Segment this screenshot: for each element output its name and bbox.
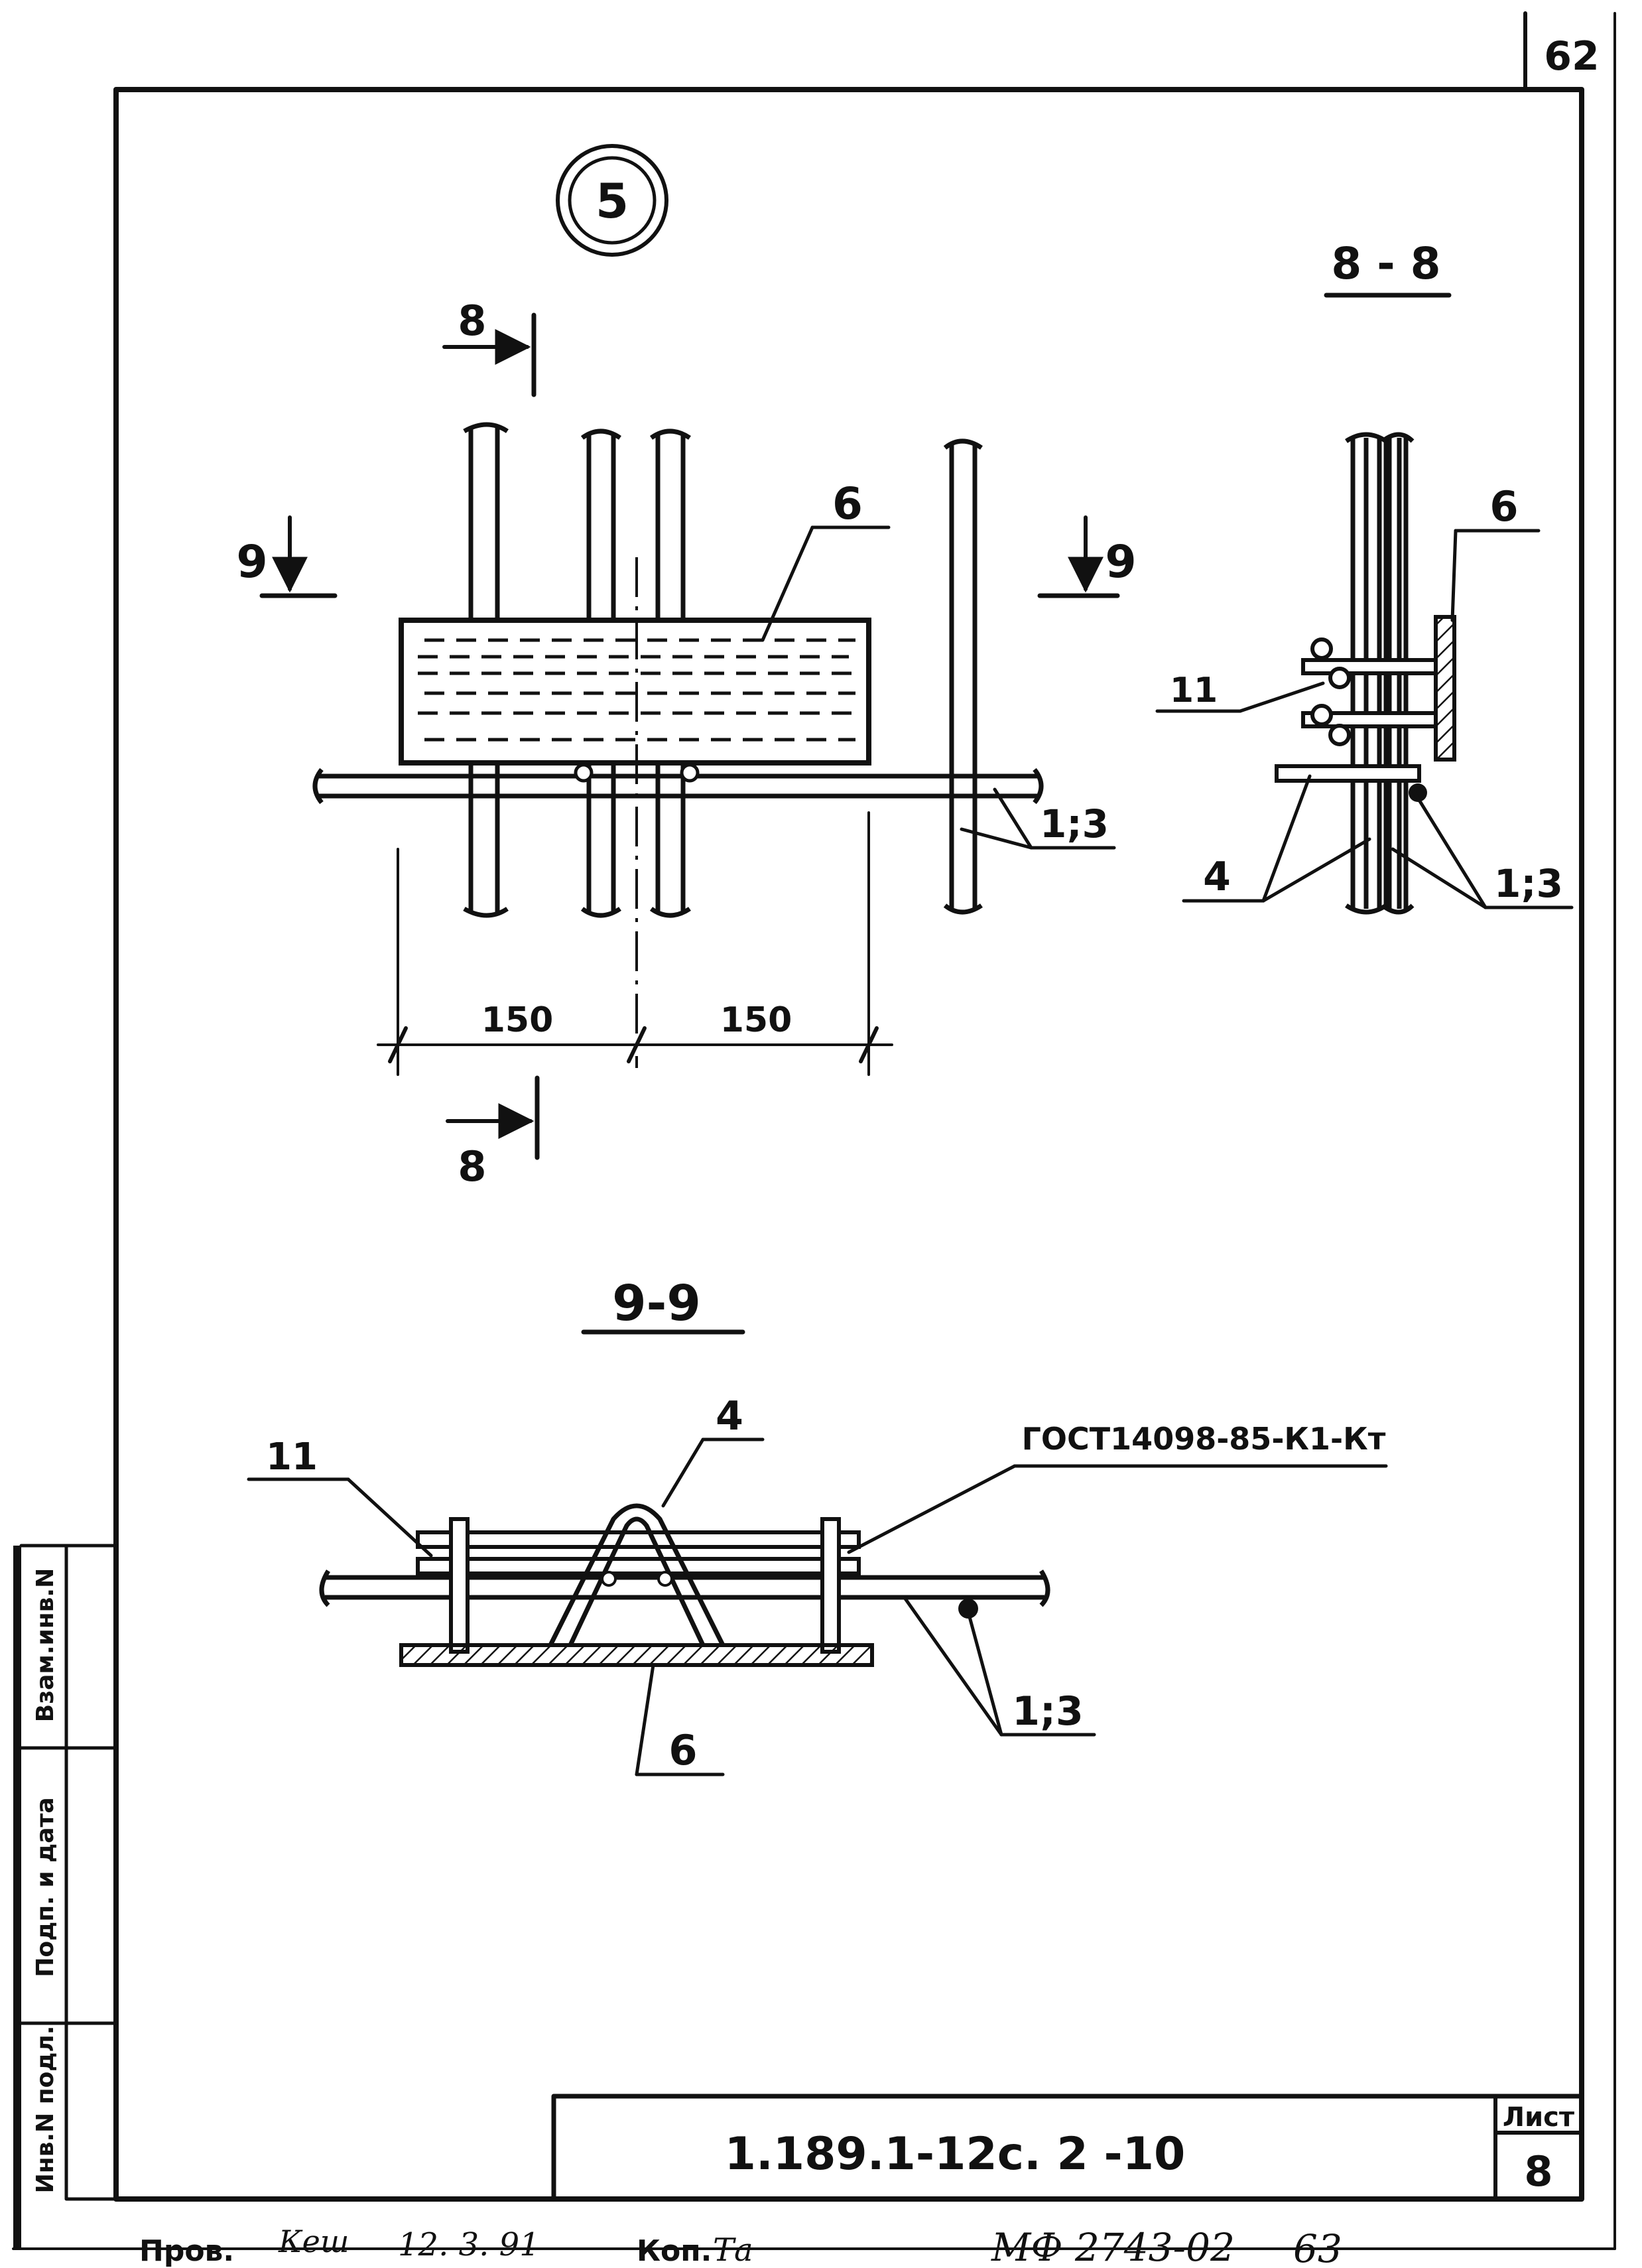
section-9-9-title: 9-9 bbox=[612, 1275, 701, 1332]
section-8-8-title: 8 - 8 bbox=[1331, 238, 1440, 289]
dimension-left: 150 bbox=[481, 1000, 554, 1040]
svg-text:8: 8 bbox=[458, 297, 486, 345]
side-stamp: Взам.инв.N Подп. и дата Инв.N подл. bbox=[19, 1544, 118, 2201]
svg-text:1;3: 1;3 bbox=[1012, 1688, 1084, 1735]
section-9-9-rebars bbox=[319, 1569, 1050, 1607]
plan-horizontal-rebars bbox=[312, 767, 1044, 805]
stamp-cell-sign-date: Подп. и дата bbox=[32, 1797, 59, 1977]
plan-callout-plate: 6 bbox=[761, 478, 891, 642]
document-code: 1.189.1-12с. 2 -10 bbox=[725, 2128, 1186, 2180]
archive-number: МФ 2743-02 bbox=[991, 2225, 1235, 2268]
plan-dimensions: 150 150 bbox=[377, 811, 893, 1076]
plan-weld-points bbox=[574, 763, 700, 783]
section-9-9-callout-plate: 6 bbox=[635, 1663, 725, 1776]
prov-signature: Кеш bbox=[278, 2224, 349, 2259]
section-9-9-callout-4: 4 bbox=[661, 1393, 765, 1508]
svg-text:8: 8 bbox=[458, 1142, 486, 1191]
section-8-8: 8 - 8 6 11 bbox=[1155, 238, 1574, 915]
section-8-8-callout-rebars: 1;3 bbox=[1391, 787, 1574, 909]
section-9-9-callout-rebars: 1;3 bbox=[903, 1597, 1096, 1737]
page-number: 62 bbox=[1544, 33, 1600, 80]
section-8-8-callout-plate: 6 bbox=[1450, 482, 1541, 622]
dimension-right: 150 bbox=[720, 1000, 792, 1040]
archive-sheet: 63 bbox=[1293, 2226, 1342, 2268]
section-8-8-bottom-bar bbox=[1275, 764, 1421, 783]
svg-text:6: 6 bbox=[1489, 482, 1518, 531]
svg-text:9: 9 bbox=[236, 536, 267, 588]
svg-text:9: 9 bbox=[1105, 536, 1136, 588]
section-9-mark-left: 9 bbox=[236, 515, 338, 598]
sheet-label: Лист bbox=[1503, 2102, 1575, 2133]
section-9-9-plate bbox=[399, 1643, 874, 1667]
svg-text:11: 11 bbox=[266, 1435, 318, 1479]
title-block: 1.189.1-12с. 2 -10 Лист 8 bbox=[551, 2094, 1584, 2202]
prov-label: Пров. bbox=[139, 2234, 234, 2268]
stamp-cell-exchange-inv: Взам.инв.N bbox=[32, 1568, 59, 1722]
section-8-mark-top: 8 bbox=[442, 297, 537, 397]
section-9-mark-right: 9 bbox=[1037, 515, 1137, 598]
section-9-9-callout-standard: ГОСТ14098-85-К1-Кт bbox=[847, 1421, 1388, 1554]
detail-marker: 5 bbox=[556, 144, 668, 257]
section-9-9: 9-9 4 11 bbox=[247, 1275, 1388, 1776]
footer: Пров. Кеш 12. 3. 91 Коп. Та МФ 2743-02 6… bbox=[139, 2224, 1342, 2268]
section-9-9-callout-11: 11 bbox=[247, 1435, 433, 1558]
section-8-8-callout-11: 11 bbox=[1155, 671, 1325, 713]
kop-label: Коп. bbox=[637, 2234, 712, 2268]
sheet-frame: 62 bbox=[12, 11, 1616, 2250]
section-8-8-anchors bbox=[1301, 637, 1438, 746]
svg-text:11: 11 bbox=[1170, 671, 1218, 710]
sheet-number: 8 bbox=[1524, 2147, 1552, 2196]
plan-anchor-bars-hidden bbox=[418, 638, 862, 742]
svg-text:6: 6 bbox=[668, 1726, 697, 1774]
section-9-9-anchors bbox=[416, 1517, 861, 1654]
section-8-mark-bottom: 8 bbox=[446, 1075, 540, 1191]
kop-signature: Та bbox=[713, 2232, 753, 2268]
detail-marker-number: 5 bbox=[596, 173, 629, 229]
prov-date: 12. 3. 91 bbox=[398, 2226, 540, 2263]
plan-view: 8 8 9 9 6 1;3 bbox=[236, 297, 1136, 1191]
section-9-9-bent-bar bbox=[548, 1503, 726, 1646]
svg-text:1;3: 1;3 bbox=[1494, 861, 1563, 906]
svg-text:ГОСТ14098-85-К1-Кт: ГОСТ14098-85-К1-Кт bbox=[1022, 1421, 1386, 1457]
stamp-cell-inv-original: Инв.N подл. bbox=[32, 2026, 59, 2194]
svg-text:4: 4 bbox=[1203, 854, 1231, 900]
section-8-8-callout-4: 4 bbox=[1182, 774, 1371, 903]
section-8-8-plate bbox=[1434, 615, 1456, 762]
svg-text:6: 6 bbox=[832, 478, 863, 529]
plan-callout-rebars: 1;3 bbox=[960, 787, 1116, 850]
svg-text:4: 4 bbox=[716, 1393, 743, 1439]
svg-text:1;3: 1;3 bbox=[1040, 801, 1109, 846]
